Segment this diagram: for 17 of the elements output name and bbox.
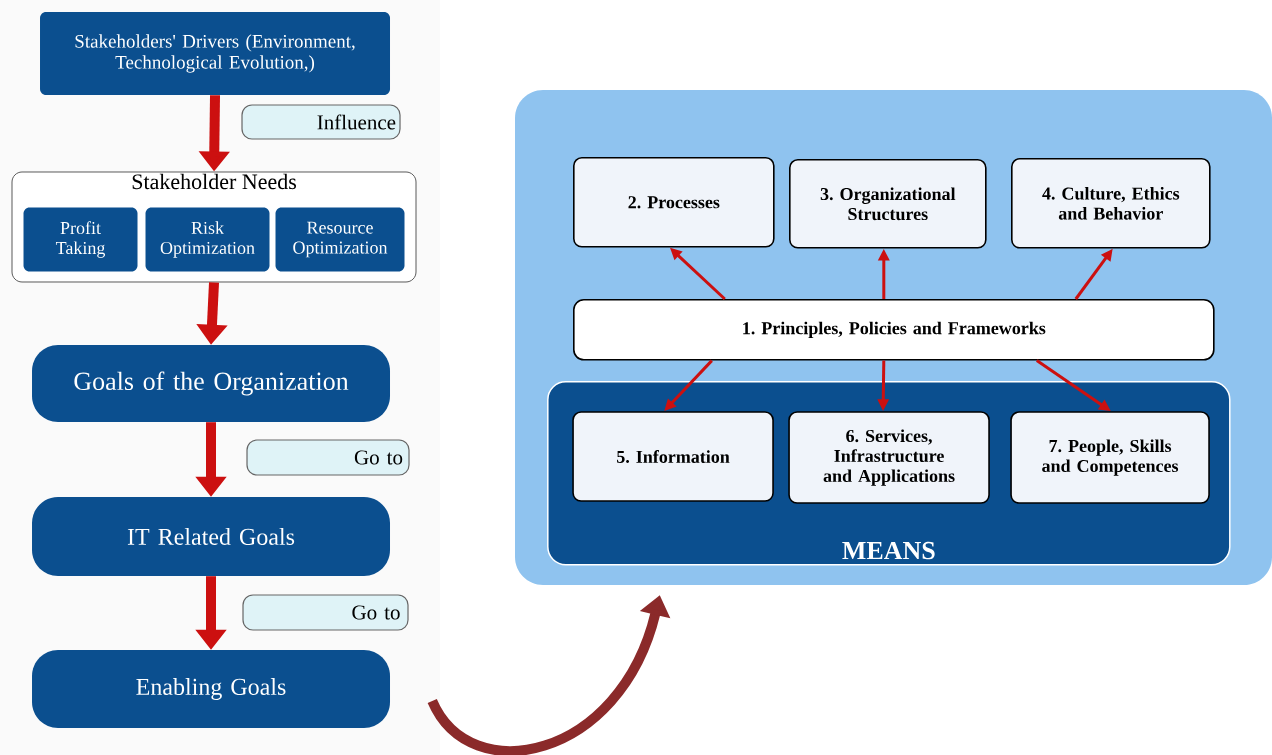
goal-box: Goals of the Organization	[32, 345, 390, 422]
tag-box: Go to	[242, 594, 409, 631]
goal-box: Risk Optimization	[145, 207, 270, 272]
goal-box: Profit Taking	[23, 207, 138, 272]
goal-box: Resource Optimization	[275, 207, 405, 272]
tag-box: Go to	[246, 439, 410, 476]
goal-box: IT Related Goals	[32, 497, 390, 576]
enabler-box: 3. Organizational Structures	[789, 159, 987, 249]
enabler-box: 4. Culture, Ethics and Behavior	[1011, 158, 1211, 249]
enabler-box: 1. Principles, Policies and Frameworks	[573, 299, 1215, 361]
enabler-box: 7. People, Skills and Competences	[1010, 411, 1210, 504]
tag-box: Influence	[241, 104, 401, 140]
enabler-box: 5. Information	[572, 411, 774, 502]
enabler-box: 6. Services, Infrastructure and Applications	[788, 411, 990, 504]
enabler-box: 2. Processes	[573, 157, 775, 248]
goal-box: Stakeholders' Drivers (Environment, Technological Evolution,)	[40, 12, 390, 95]
goal-box: Enabling Goals	[32, 650, 390, 728]
